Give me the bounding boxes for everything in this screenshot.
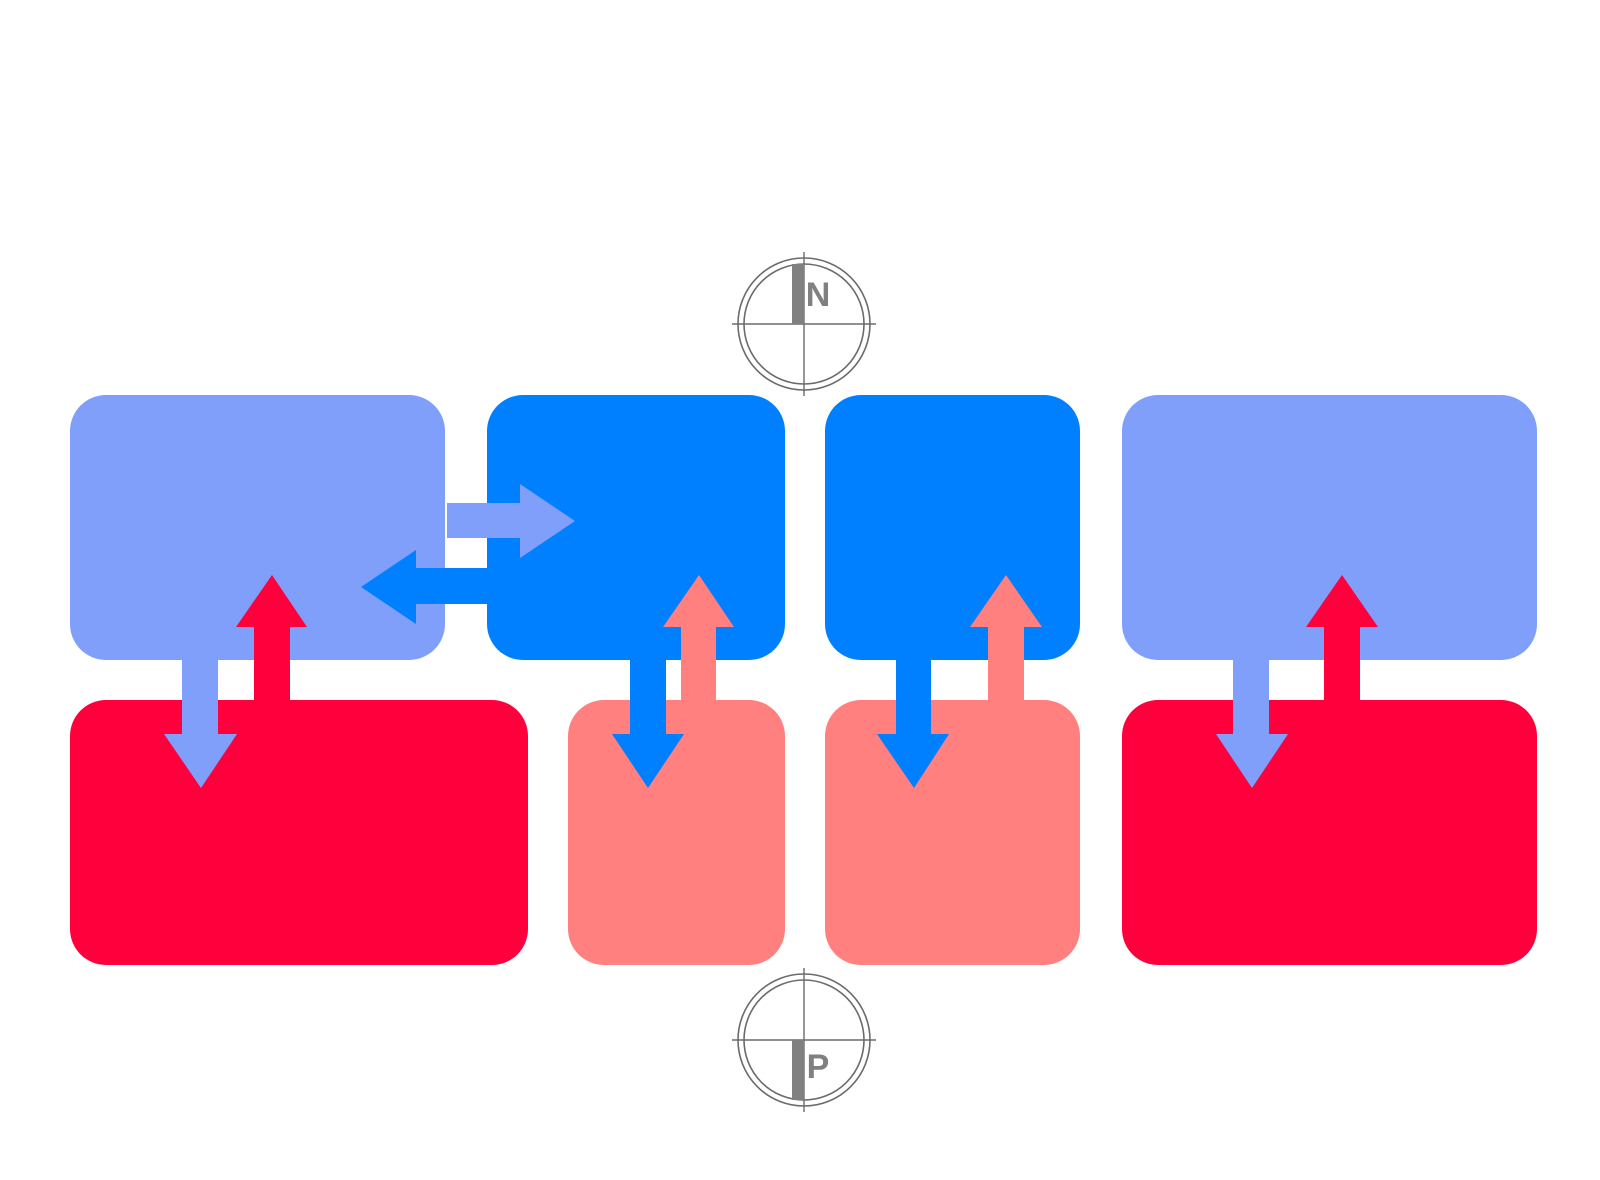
- block-top-3: [825, 395, 1080, 660]
- arrow-up-pink-2: [663, 575, 734, 700]
- compass-bottom-letter: P: [807, 1048, 830, 1086]
- block-top-1: [70, 395, 445, 660]
- block-bottom-4: [1122, 700, 1537, 965]
- block-bottom-3: [825, 700, 1080, 965]
- compass-rose-icon: [732, 968, 876, 1112]
- arrow-down-light-blue-1: [164, 660, 237, 788]
- block-top-4: [1122, 395, 1537, 660]
- arrow-down-blue-2: [612, 658, 684, 788]
- compass-rose-icon: [732, 252, 876, 396]
- compass-top: N: [732, 252, 876, 396]
- block-bottom-1: [70, 700, 528, 965]
- arrow-left-blue: [361, 550, 487, 624]
- arrow-up-red-4: [1306, 575, 1378, 700]
- compass-top-letter: N: [806, 276, 831, 314]
- arrow-right-light-blue: [447, 484, 575, 558]
- block-bottom-2: [568, 700, 785, 965]
- arrow-up-pink-3: [970, 575, 1042, 700]
- arrow-down-light-blue-4: [1216, 660, 1288, 788]
- arrow-up-red-1: [236, 575, 307, 700]
- arrow-down-blue-3: [877, 658, 949, 788]
- compass-bottom: P: [732, 968, 876, 1112]
